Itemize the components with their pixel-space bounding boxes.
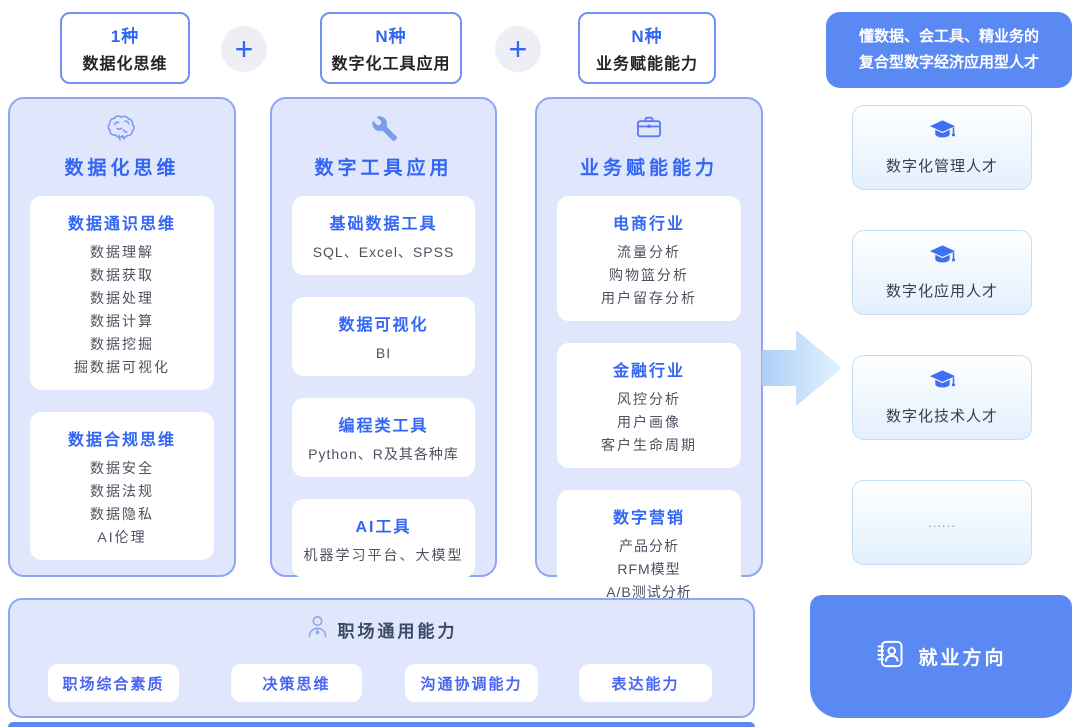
group-item: BI — [375, 345, 392, 361]
result-talent-pill: 懂数据、会工具、精业务的 复合型数字经济应用型人才 — [826, 12, 1072, 88]
group-heading: 编程类工具 — [338, 418, 429, 435]
column-title: 数字工具应用 — [314, 158, 453, 179]
result-line1: 懂数据、会工具、精业务的 — [858, 27, 1039, 45]
group-data-visualization: 数据可视化 BI — [292, 297, 475, 376]
term-label: 数字化工具应用 — [331, 56, 451, 73]
graduation-cap-icon — [929, 369, 956, 396]
talent-box-technology: 数字化技术人才 — [852, 355, 1032, 440]
column-data-thinking: 数据化思维 数据通识思维 数据理解 数据获取 数据处理 数据计算 数据挖掘 掘数… — [8, 97, 236, 577]
skill-pill-workplace-quality: 职场综合素质 — [48, 664, 179, 702]
group-heading: AI工具 — [355, 519, 412, 536]
group-finance-industry: 金融行业 风控分析 用户画像 客户生命周期 — [557, 343, 741, 468]
group-item: A/B测试分析 — [606, 584, 692, 600]
formula-term-digital-tools: N种 数字化工具应用 — [320, 12, 462, 84]
formula-term-data-thinking: 1种 数据化思维 — [60, 12, 190, 84]
skill-pill-communication: 沟通协调能力 — [405, 664, 538, 702]
column-title: 数据化思维 — [64, 158, 180, 179]
person-icon — [306, 615, 329, 643]
group-item: 流量分析 — [617, 244, 681, 260]
group-item: 机器学习平台、大模型 — [303, 547, 464, 563]
group-heading: 电商行业 — [612, 216, 685, 233]
group-ai-tools: AI工具 机器学习平台、大模型 — [292, 499, 475, 578]
right-arrow-icon — [758, 322, 846, 419]
group-item: 数据安全 — [90, 460, 154, 476]
group-heading: 数据可视化 — [338, 317, 429, 334]
column-title: 业务赋能能力 — [579, 158, 718, 179]
group-data-compliance-thinking: 数据合规思维 数据安全 数据法规 数据隐私 AI伦理 — [30, 412, 214, 560]
term-count: 1种 — [110, 27, 140, 46]
briefcase-icon — [537, 114, 761, 144]
column-digital-tools: 数字工具应用 基础数据工具 SQL、Excel、SPSS 数据可视化 BI 编程… — [270, 97, 497, 578]
cropped-next-section-edge — [8, 722, 755, 727]
talent-box-more: ...... — [852, 480, 1032, 565]
group-item: 数据法规 — [90, 483, 154, 499]
group-item: 产品分析 — [619, 538, 679, 554]
employment-direction-box: 就业方向 — [810, 595, 1072, 718]
group-item: 客户生命周期 — [601, 437, 697, 453]
group-programming-tools: 编程类工具 Python、R及其各种库 — [292, 398, 475, 477]
term-label: 业务赋能能力 — [595, 56, 698, 73]
group-item: AI伦理 — [97, 529, 147, 545]
ellipsis-label: ...... — [928, 515, 956, 530]
group-item: 数据理解 — [90, 244, 154, 260]
group-heading: 金融行业 — [612, 363, 685, 380]
graduation-cap-icon — [929, 119, 956, 146]
plus-icon: + — [221, 26, 267, 72]
group-item: SQL、Excel、SPSS — [312, 244, 455, 260]
skill-pill-expression: 表达能力 — [579, 664, 712, 702]
group-basic-data-tools: 基础数据工具 SQL、Excel、SPSS — [292, 196, 475, 275]
formula-term-business-enablement: N种 业务赋能能力 — [578, 12, 716, 84]
group-item: 数据挖掘 — [90, 336, 154, 352]
group-item: 风控分析 — [617, 391, 681, 407]
group-item: 数据隐私 — [90, 506, 154, 522]
talent-box-management: 数字化管理人才 — [852, 105, 1032, 190]
brain-icon — [10, 114, 234, 144]
talent-box-application: 数字化应用人才 — [852, 230, 1032, 315]
skill-pill-decision-thinking: 决策思维 — [231, 664, 362, 702]
group-digital-marketing: 数字营销 产品分析 RFM模型 A/B测试分析 — [557, 490, 741, 615]
group-heading: 基础数据工具 — [329, 216, 438, 233]
talent-label: 数字化管理人才 — [885, 158, 998, 175]
group-item: 用户画像 — [617, 414, 681, 430]
group-item: 数据处理 — [90, 290, 154, 306]
talent-label: 数字化应用人才 — [885, 283, 998, 300]
group-ecommerce-industry: 电商行业 流量分析 购物篮分析 用户留存分析 — [557, 196, 741, 321]
term-count: N种 — [631, 27, 663, 46]
group-item: 数据获取 — [90, 267, 154, 283]
employment-direction-label: 就业方向 — [918, 648, 1007, 669]
group-item: RFM模型 — [617, 561, 681, 577]
talent-label: 数字化技术人才 — [885, 408, 998, 425]
group-data-literacy-thinking: 数据通识思维 数据理解 数据获取 数据处理 数据计算 数据挖掘 掘数据可视化 — [30, 196, 214, 390]
plus-icon: + — [495, 26, 541, 72]
result-line2: 复合型数字经济应用型人才 — [858, 54, 1039, 71]
term-count: N种 — [375, 27, 407, 46]
general-skills-header: 职场通用能力 — [10, 615, 753, 643]
term-label: 数据化思维 — [82, 56, 168, 73]
group-item: 掘数据可视化 — [74, 359, 170, 375]
column-business-enablement: 业务赋能能力 电商行业 流量分析 购物篮分析 用户留存分析 金融行业 风控分析 … — [535, 97, 763, 615]
graduation-cap-icon — [929, 244, 956, 271]
group-item: 数据计算 — [90, 313, 154, 329]
contact-book-icon — [875, 639, 905, 674]
group-heading: 数据通识思维 — [67, 216, 176, 233]
wrench-icon — [272, 114, 495, 144]
group-item: Python、R及其各种库 — [308, 446, 459, 462]
group-item: 用户留存分析 — [601, 290, 697, 306]
general-skills-title: 职场通用能力 — [337, 621, 458, 641]
group-heading: 数字营销 — [612, 510, 685, 527]
group-heading: 数据合规思维 — [67, 432, 176, 449]
group-item: 购物篮分析 — [609, 267, 689, 283]
